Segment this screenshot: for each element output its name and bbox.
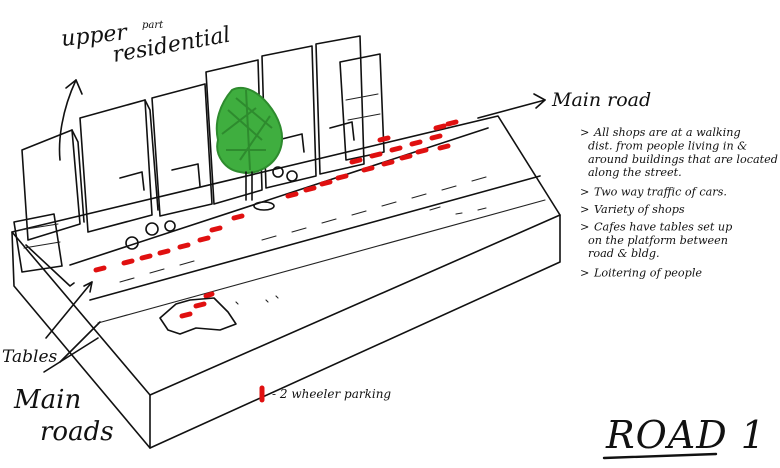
legend-text: - 2 wheeler parking	[272, 387, 391, 401]
note-bullet: >	[580, 126, 589, 139]
note-bullet: >	[580, 267, 589, 280]
annotation-arrows	[43, 79, 718, 460]
parking-markers	[93, 119, 459, 319]
tree	[215, 86, 284, 211]
tables-label: Tables	[2, 347, 58, 367]
note-line: around buildings that are located	[588, 153, 778, 166]
note-bullet: >	[580, 220, 589, 233]
road-center-dashes	[119, 176, 487, 283]
note-bullet: >	[580, 186, 589, 199]
note-line: road & bldg.	[588, 247, 660, 260]
residential-label: residential	[111, 23, 233, 68]
note-line: on the platform between	[588, 234, 728, 247]
note-line: Variety of shops	[594, 203, 685, 216]
note-line: dist. from people living in &	[588, 139, 747, 152]
note-line: along the street.	[588, 166, 682, 179]
upper-small-label: part	[142, 20, 164, 31]
main-roads-label-1: Main	[13, 385, 81, 415]
note-line: Cafes have tables set up	[594, 220, 732, 233]
cafe-tables	[125, 166, 298, 250]
note-bullet: >	[580, 203, 589, 216]
road-edges	[69, 127, 546, 324]
front-patch	[159, 295, 279, 335]
street-slab	[11, 115, 561, 449]
note-line: Loitering of people	[593, 267, 702, 280]
buildings	[13, 35, 385, 273]
note-line: Two way traffic of cars.	[594, 186, 727, 199]
legend: - 2 wheeler parking	[259, 385, 391, 403]
main-road-label: Main road	[551, 89, 651, 111]
main-roads-label-2: roads	[40, 417, 114, 447]
note-line: All shops are at a walking	[593, 126, 741, 139]
title: ROAD 1	[605, 413, 766, 457]
